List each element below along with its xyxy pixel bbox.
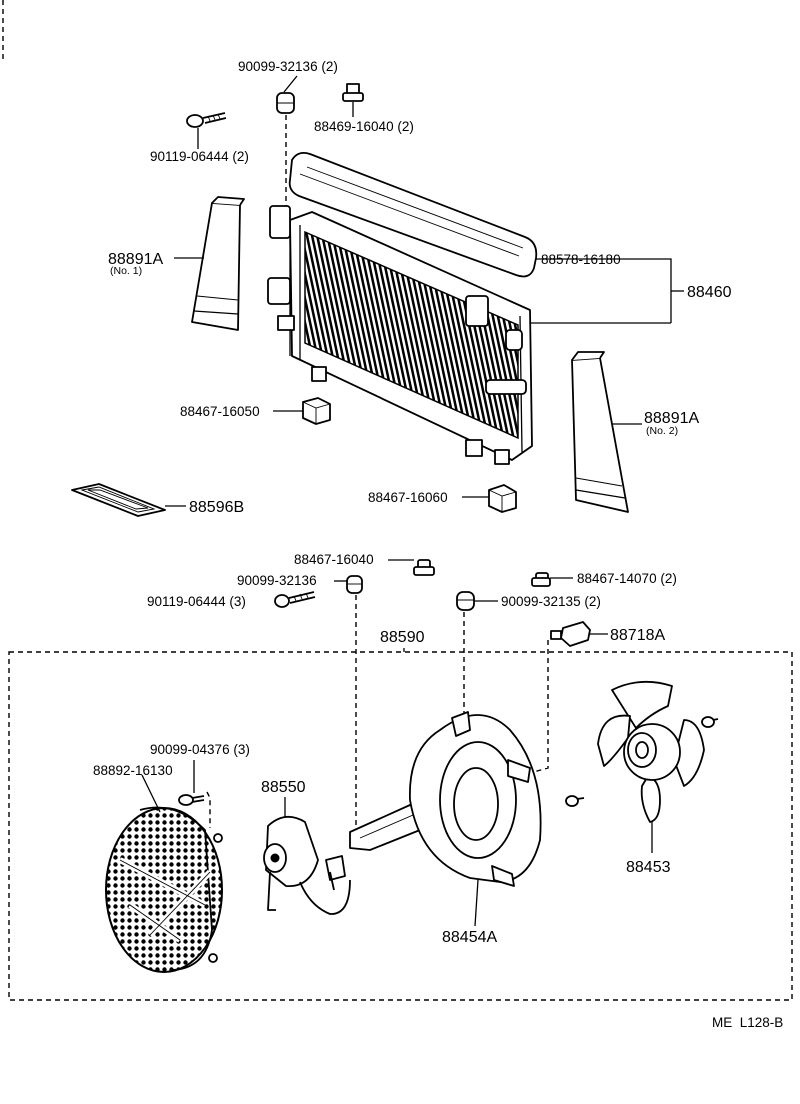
- callout-88596b: 88596B: [189, 499, 244, 516]
- callout-88550: 88550: [261, 779, 306, 796]
- callout-88467-16050: 88467-16050: [180, 404, 260, 419]
- grommet-90099-32136-icon: [276, 92, 295, 114]
- alignment-dash: [206, 791, 211, 828]
- callout-88718a: 88718A: [610, 627, 665, 644]
- callout-88469-16040: 88469-16040 (2): [314, 119, 414, 134]
- callout-88453: 88453: [626, 859, 671, 876]
- callout-90099-32136-mid: 90099-32136: [237, 573, 317, 588]
- callout-90119-06444-mid: 90119-06444 (3): [147, 594, 246, 609]
- fan-motor-88550: [263, 816, 351, 915]
- seal-88578-16180: [288, 151, 538, 278]
- callout-88460: 88460: [687, 284, 732, 301]
- callout-88891a-no1-sub: (No. 1): [110, 265, 142, 277]
- connector-88718a-icon: [550, 621, 591, 647]
- nut-88469-16040-icon: [342, 83, 364, 102]
- cushion-88467-16060-icon: [488, 484, 517, 513]
- condenser-88460: [267, 205, 533, 465]
- grommet-90099-32135-icon: [456, 591, 475, 611]
- assembly-frame-88590: [8, 651, 793, 1001]
- callout-88891a-no1: 88891A: [108, 251, 163, 268]
- callout-88467-16060: 88467-16060: [368, 490, 448, 505]
- bolt-90119-06444-icon: [186, 112, 227, 128]
- pad-88596b: [71, 483, 166, 517]
- callout-88590: 88590: [380, 629, 425, 646]
- fan-shroud-88454a: [349, 711, 542, 887]
- callout-88454a: 88454A: [442, 929, 497, 946]
- air-duct-no1: [191, 196, 245, 331]
- callout-88891a-no2-sub: (No. 2): [646, 425, 678, 437]
- fan-88453: [597, 680, 705, 823]
- nut-88467-14070-icon: [531, 572, 551, 587]
- bolt-90119-06444-mid-icon: [274, 591, 316, 608]
- callout-88891a-no2: 88891A: [644, 410, 699, 427]
- screw-icon: [701, 716, 719, 728]
- callout-88578-16180: 88578-16180: [541, 252, 621, 267]
- leader-line: [141, 774, 161, 813]
- cushion-88467-16050-icon: [302, 397, 331, 425]
- fan-guard-88892-16130: [105, 806, 223, 973]
- leader-line: [474, 879, 479, 927]
- grommet-90099-32136-mid-icon: [346, 575, 363, 594]
- callout-88467-14070: 88467-14070 (2): [577, 571, 677, 586]
- callout-88892-16130: 88892-16130: [93, 763, 173, 778]
- callout-90099-32135: 90099-32135 (2): [501, 594, 601, 609]
- callout-90099-32136-top: 90099-32136 (2): [238, 59, 338, 74]
- air-duct-no2: [571, 351, 629, 513]
- screw-90099-04376-icon: [178, 794, 205, 806]
- diagram-footer-code: ME L128-B: [712, 1015, 783, 1030]
- mount-bracket-icon: [269, 205, 291, 239]
- bracket-line: [651, 258, 672, 323]
- leader-line: [283, 75, 298, 93]
- callout-90119-06444-top: 90119-06444 (2): [150, 149, 249, 164]
- screw-icon: [565, 795, 585, 807]
- callout-90099-04376: 90099-04376 (3): [150, 742, 250, 757]
- pipe-fitting-icon: [485, 379, 527, 395]
- nut-88467-16040-icon: [413, 559, 435, 576]
- callout-88467-16040: 88467-16040: [294, 552, 374, 567]
